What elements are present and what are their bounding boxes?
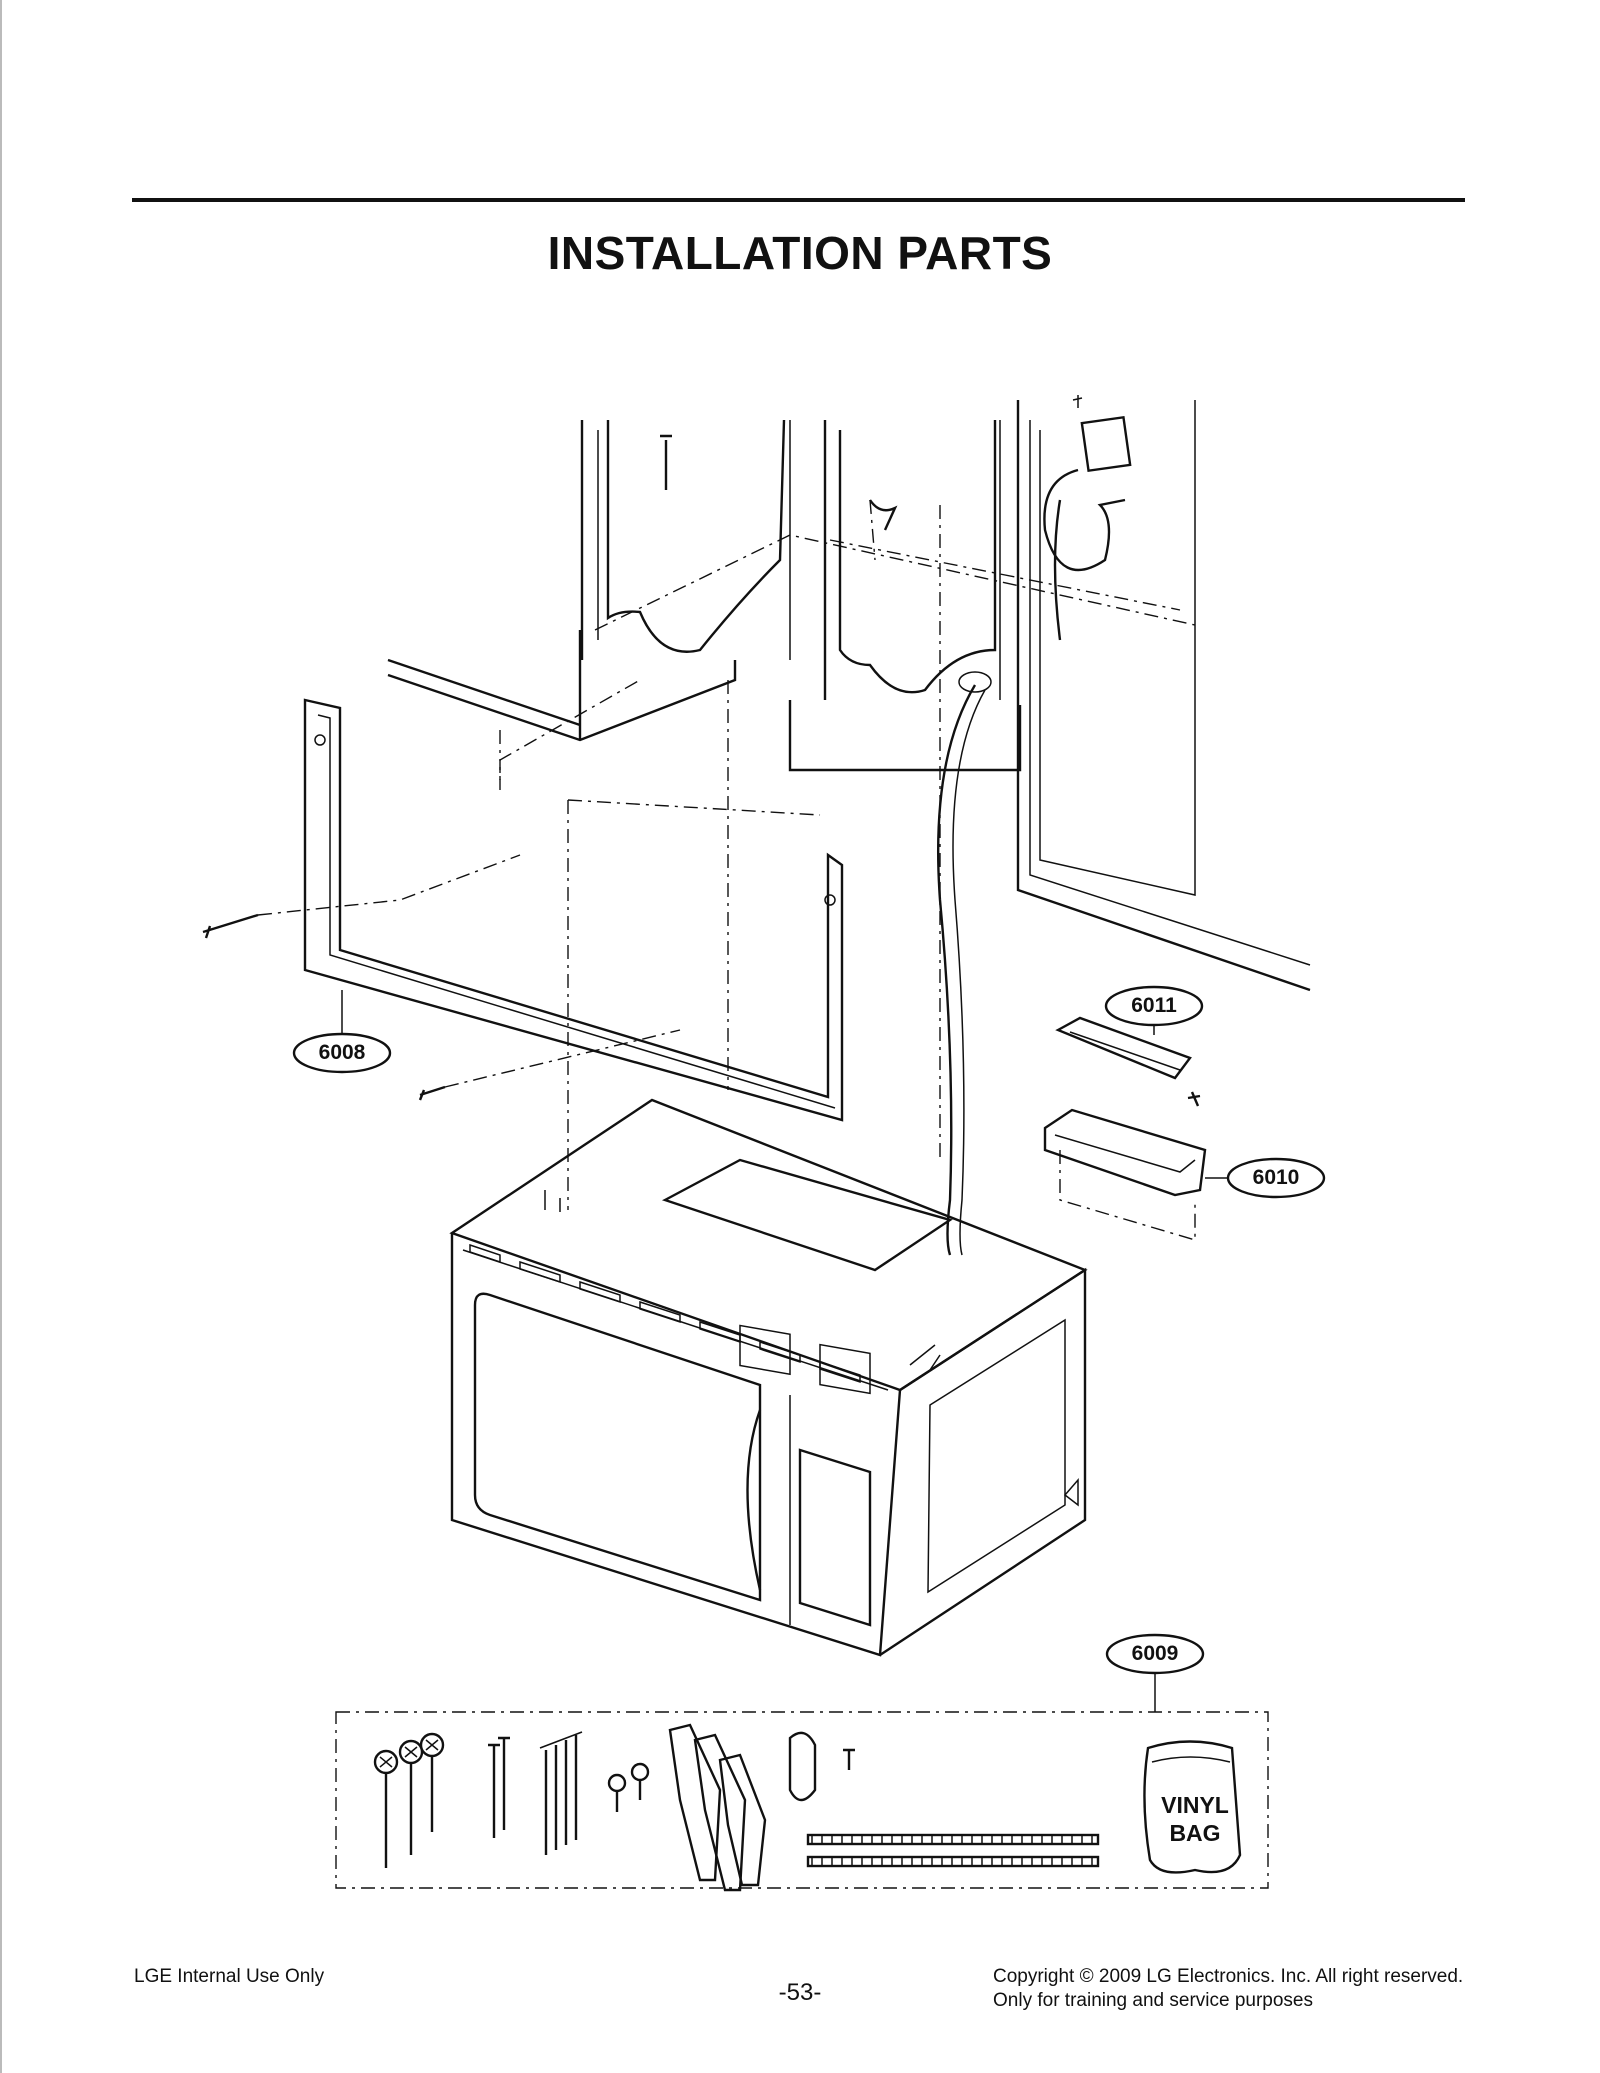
footer-training-note: Only for training and service purposes (993, 1990, 1313, 2011)
callout-6008-label: 6008 (318, 1041, 366, 1064)
tape-strips (806, 1833, 1100, 1868)
footer-copyright: Copyright © 2009 LG Electronics. Inc. Al… (993, 1966, 1464, 1987)
wood-screws (488, 1736, 510, 1838)
callout-6011 (1104, 985, 1204, 1035)
callout-6010-label: 6010 (1252, 1166, 1300, 1189)
vinyl-bag-label-line1: VINYL (1161, 1792, 1229, 1818)
hardware-kit-box (335, 1711, 1269, 1892)
vinyl-bag-label-line2: BAG (1169, 1820, 1221, 1846)
microwave-oven (449, 1098, 1088, 1657)
small-screws (607, 1762, 650, 1812)
header-rule (132, 198, 1465, 202)
callout-6011-label: 6011 (1131, 994, 1177, 1017)
footer-internal-use: LGE Internal Use Only (134, 1966, 325, 1987)
callout-6010 (1205, 1157, 1326, 1199)
page-title: INSTALLATION PARTS (547, 227, 1053, 279)
toggle-bolts (539, 1731, 583, 1855)
part-6011-cover (1055, 1016, 1201, 1107)
wall-cabinets (387, 395, 1311, 992)
lag-screws (373, 1732, 445, 1868)
callout-6009 (1105, 1633, 1205, 1712)
page-number: -53- (778, 1979, 822, 2006)
power-cord (937, 684, 977, 1256)
cord-clamp (788, 1731, 855, 1802)
part-6010-bracket (1043, 1108, 1207, 1241)
mounting-plate (202, 505, 941, 1210)
vinyl-bag (1143, 1740, 1242, 1874)
callout-6008 (292, 990, 392, 1074)
wing-toggles (668, 1723, 767, 1892)
callout-6009-label: 6009 (1131, 1642, 1179, 1665)
